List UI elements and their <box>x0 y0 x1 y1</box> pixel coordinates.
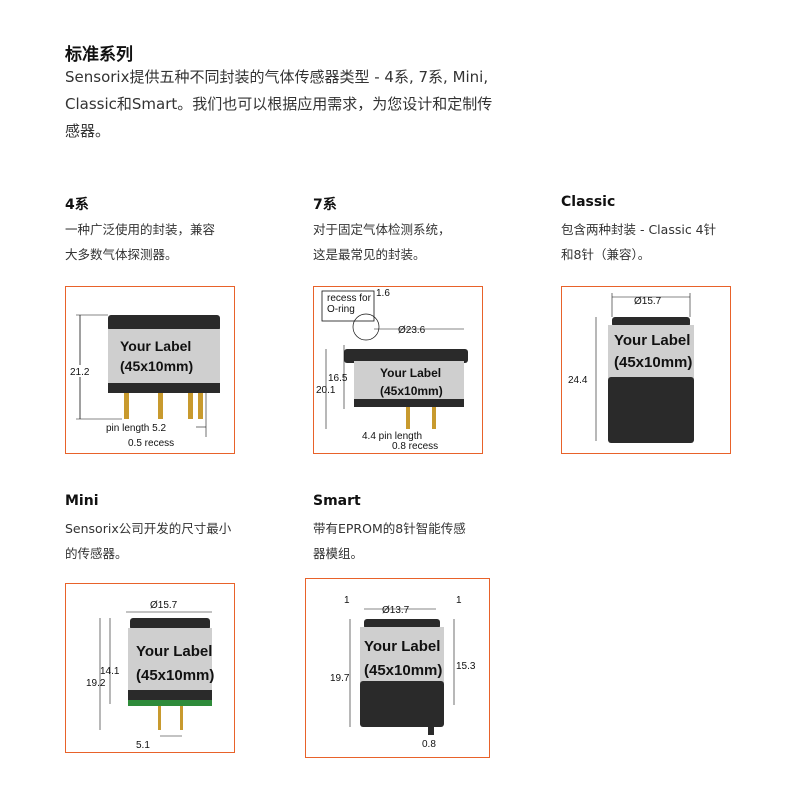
section-title-7: 7系 <box>313 197 337 213</box>
dim-20-1: 20.1 <box>316 385 336 396</box>
diagram-mini: Ø15.7 Your Label (45x10mm) 14.1 19.2 5.1 <box>65 583 235 753</box>
dim-diameter: Ø23.6 <box>398 325 426 336</box>
sensor-base <box>108 383 220 393</box>
diagram-smart: Ø13.7 1 1 Your Label (45x10mm) 19.7 15.3… <box>305 578 490 758</box>
label-line-1: Your Label <box>364 638 440 655</box>
sensor-cap <box>108 315 220 331</box>
dim-15-3: 15.3 <box>456 661 476 672</box>
dim-19-2: 19.2 <box>86 678 106 689</box>
pin <box>198 393 203 419</box>
section-title-4: 4系 <box>65 197 89 213</box>
dim-diameter: Ø13.7 <box>382 605 410 616</box>
dim-pin-spacing: 5.1 <box>136 740 150 751</box>
section-title-smart: Smart <box>313 493 361 509</box>
pin <box>158 393 163 419</box>
dim-19-7: 19.7 <box>330 673 350 684</box>
section-desc-4: 一种广泛使用的封装，兼容大多数气体探测器。 <box>65 222 216 262</box>
label-line-1: Your Label <box>120 338 191 354</box>
dim-recess: 0.5 recess <box>128 438 174 449</box>
page-title: 标准系列 <box>65 45 133 65</box>
dim-left-1: 1 <box>344 595 350 606</box>
label-line-2: (45x10mm) <box>120 358 193 374</box>
dim-16-5: 16.5 <box>328 373 348 384</box>
dim-height: 21.2 <box>70 367 90 378</box>
label-line-2: (45x10mm) <box>380 384 443 398</box>
diagram-4-series: Your Label (45x10mm) 21.2 pin length 5.2… <box>65 286 235 454</box>
dim-diameter: Ø15.7 <box>150 600 178 611</box>
label-line-2: (45x10mm) <box>136 667 214 684</box>
label-line-2: (45x10mm) <box>614 354 692 371</box>
dim-diameter: Ø15.7 <box>634 296 662 307</box>
dim-recess: 0.8 recess <box>392 441 438 452</box>
recess-for-text: recess for <box>327 293 372 304</box>
dim-right-1: 1 <box>456 595 462 606</box>
oring-text: O-ring <box>327 304 355 315</box>
pin <box>124 393 129 419</box>
label-line-1: Your Label <box>614 332 690 349</box>
section-title-classic: Classic <box>561 194 616 210</box>
diagram-classic: Ø15.7 Your Label (45x10mm) 24.4 <box>561 286 731 454</box>
section-desc-mini: Sensorix公司开发的尺寸最小的传感器。 <box>65 521 232 561</box>
sensor-label-area <box>108 329 220 385</box>
intro-text: Sensorix提供五种不同封装的气体传感器类型 - 4系, 7系, Mini,… <box>65 68 493 140</box>
section-desc-smart: 带有EPROM的8针智能传感器模组。 <box>313 521 466 561</box>
section-desc-7: 对于固定气体检测系统，这是最常见的封装。 <box>313 222 451 262</box>
diagram-7-series: recess for O-ring 1.6 Ø23.6 Your Label (… <box>313 286 483 454</box>
section-desc-classic: 包含两种封装 - Classic 4针和8针（兼容）。 <box>561 222 717 262</box>
pin <box>188 393 193 419</box>
label-line-1: Your Label <box>136 643 212 660</box>
dim-pin-length: 4.4 pin length <box>362 431 422 442</box>
section-title-mini: Mini <box>65 493 99 509</box>
label-line-1: Your Label <box>380 366 441 380</box>
dim-0-8: 0.8 <box>422 739 436 750</box>
dim-pin-length: pin length 5.2 <box>106 423 166 434</box>
label-line-2: (45x10mm) <box>364 662 442 679</box>
dim-height: 24.4 <box>568 375 588 386</box>
dim-14-1: 14.1 <box>100 666 120 677</box>
dim-1-6: 1.6 <box>376 288 390 299</box>
